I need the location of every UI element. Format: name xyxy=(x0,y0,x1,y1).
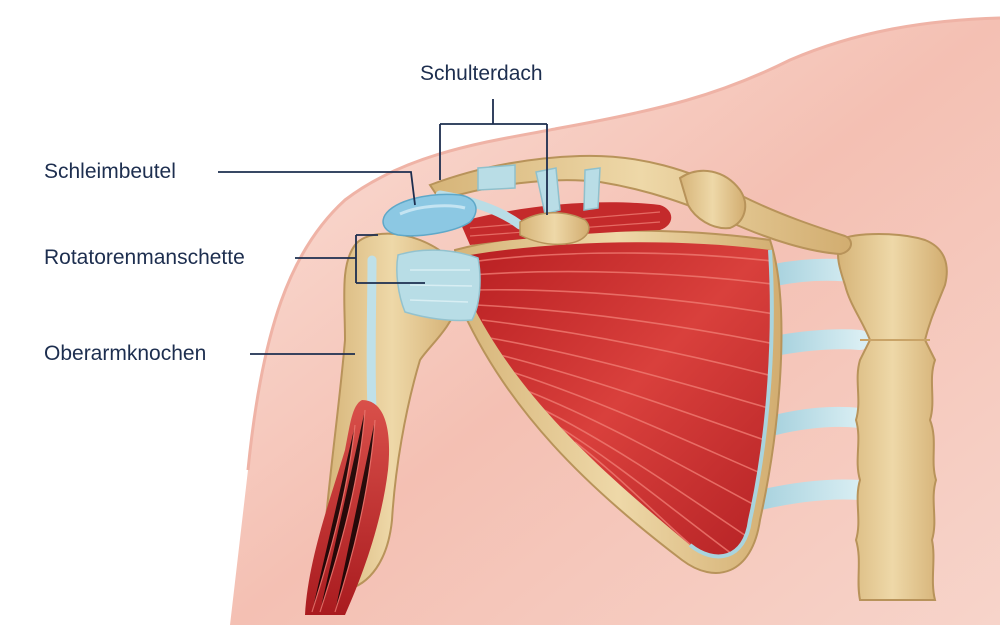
label-rotator-cuff: Rotatorenmanschette xyxy=(44,246,245,269)
leader-rotator-cuff xyxy=(295,234,425,284)
label-roof: Schulterdach xyxy=(420,62,543,85)
label-bursa: Schleimbeutel xyxy=(44,160,176,183)
rotator-cuff-muscle xyxy=(470,242,774,559)
arm-muscle xyxy=(305,400,390,615)
leader-lines xyxy=(218,99,548,355)
ligaments xyxy=(435,164,601,246)
rotator-cuff-tendon xyxy=(396,249,481,322)
sternum xyxy=(836,233,948,601)
leader-bursa xyxy=(218,171,416,206)
skin-outline xyxy=(246,16,1000,471)
leader-roof xyxy=(439,99,548,215)
bursa xyxy=(382,193,477,237)
ribs xyxy=(750,258,871,510)
label-humerus: Oberarmknochen xyxy=(44,342,207,365)
